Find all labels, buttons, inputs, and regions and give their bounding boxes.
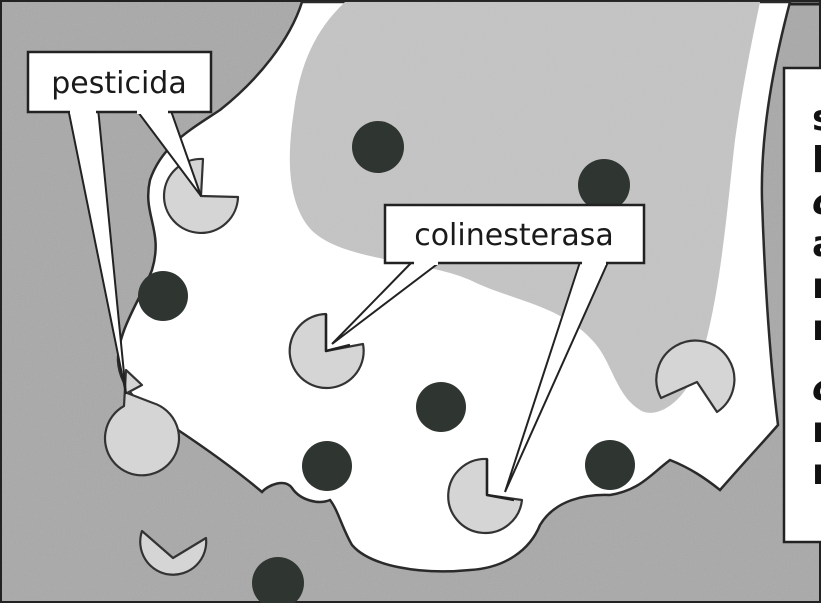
- side-panel-line-7: c: [812, 368, 821, 409]
- pesticide-label: pesticida: [51, 66, 186, 101]
- side-text-panel: s l c a r r c r r: [784, 68, 821, 542]
- molecule-5: [302, 441, 352, 491]
- side-panel-line-3: c: [812, 182, 821, 223]
- molecule-4: [416, 382, 466, 432]
- side-panel-line-4: a: [812, 224, 821, 265]
- molecule-1: [352, 121, 404, 173]
- enzyme-label: colinesterasa: [414, 218, 614, 253]
- side-panel-line-5: r: [812, 266, 821, 307]
- side-panel-line-2: l: [812, 140, 821, 181]
- side-panel-line-9: r: [812, 452, 821, 493]
- molecule-3: [138, 271, 188, 321]
- molecule-2: [578, 159, 630, 211]
- molecule-6: [585, 440, 635, 490]
- side-panel-line-6: r: [812, 308, 821, 349]
- side-panel-line-8: r: [812, 410, 821, 451]
- side-panel-line-1: s: [812, 98, 821, 139]
